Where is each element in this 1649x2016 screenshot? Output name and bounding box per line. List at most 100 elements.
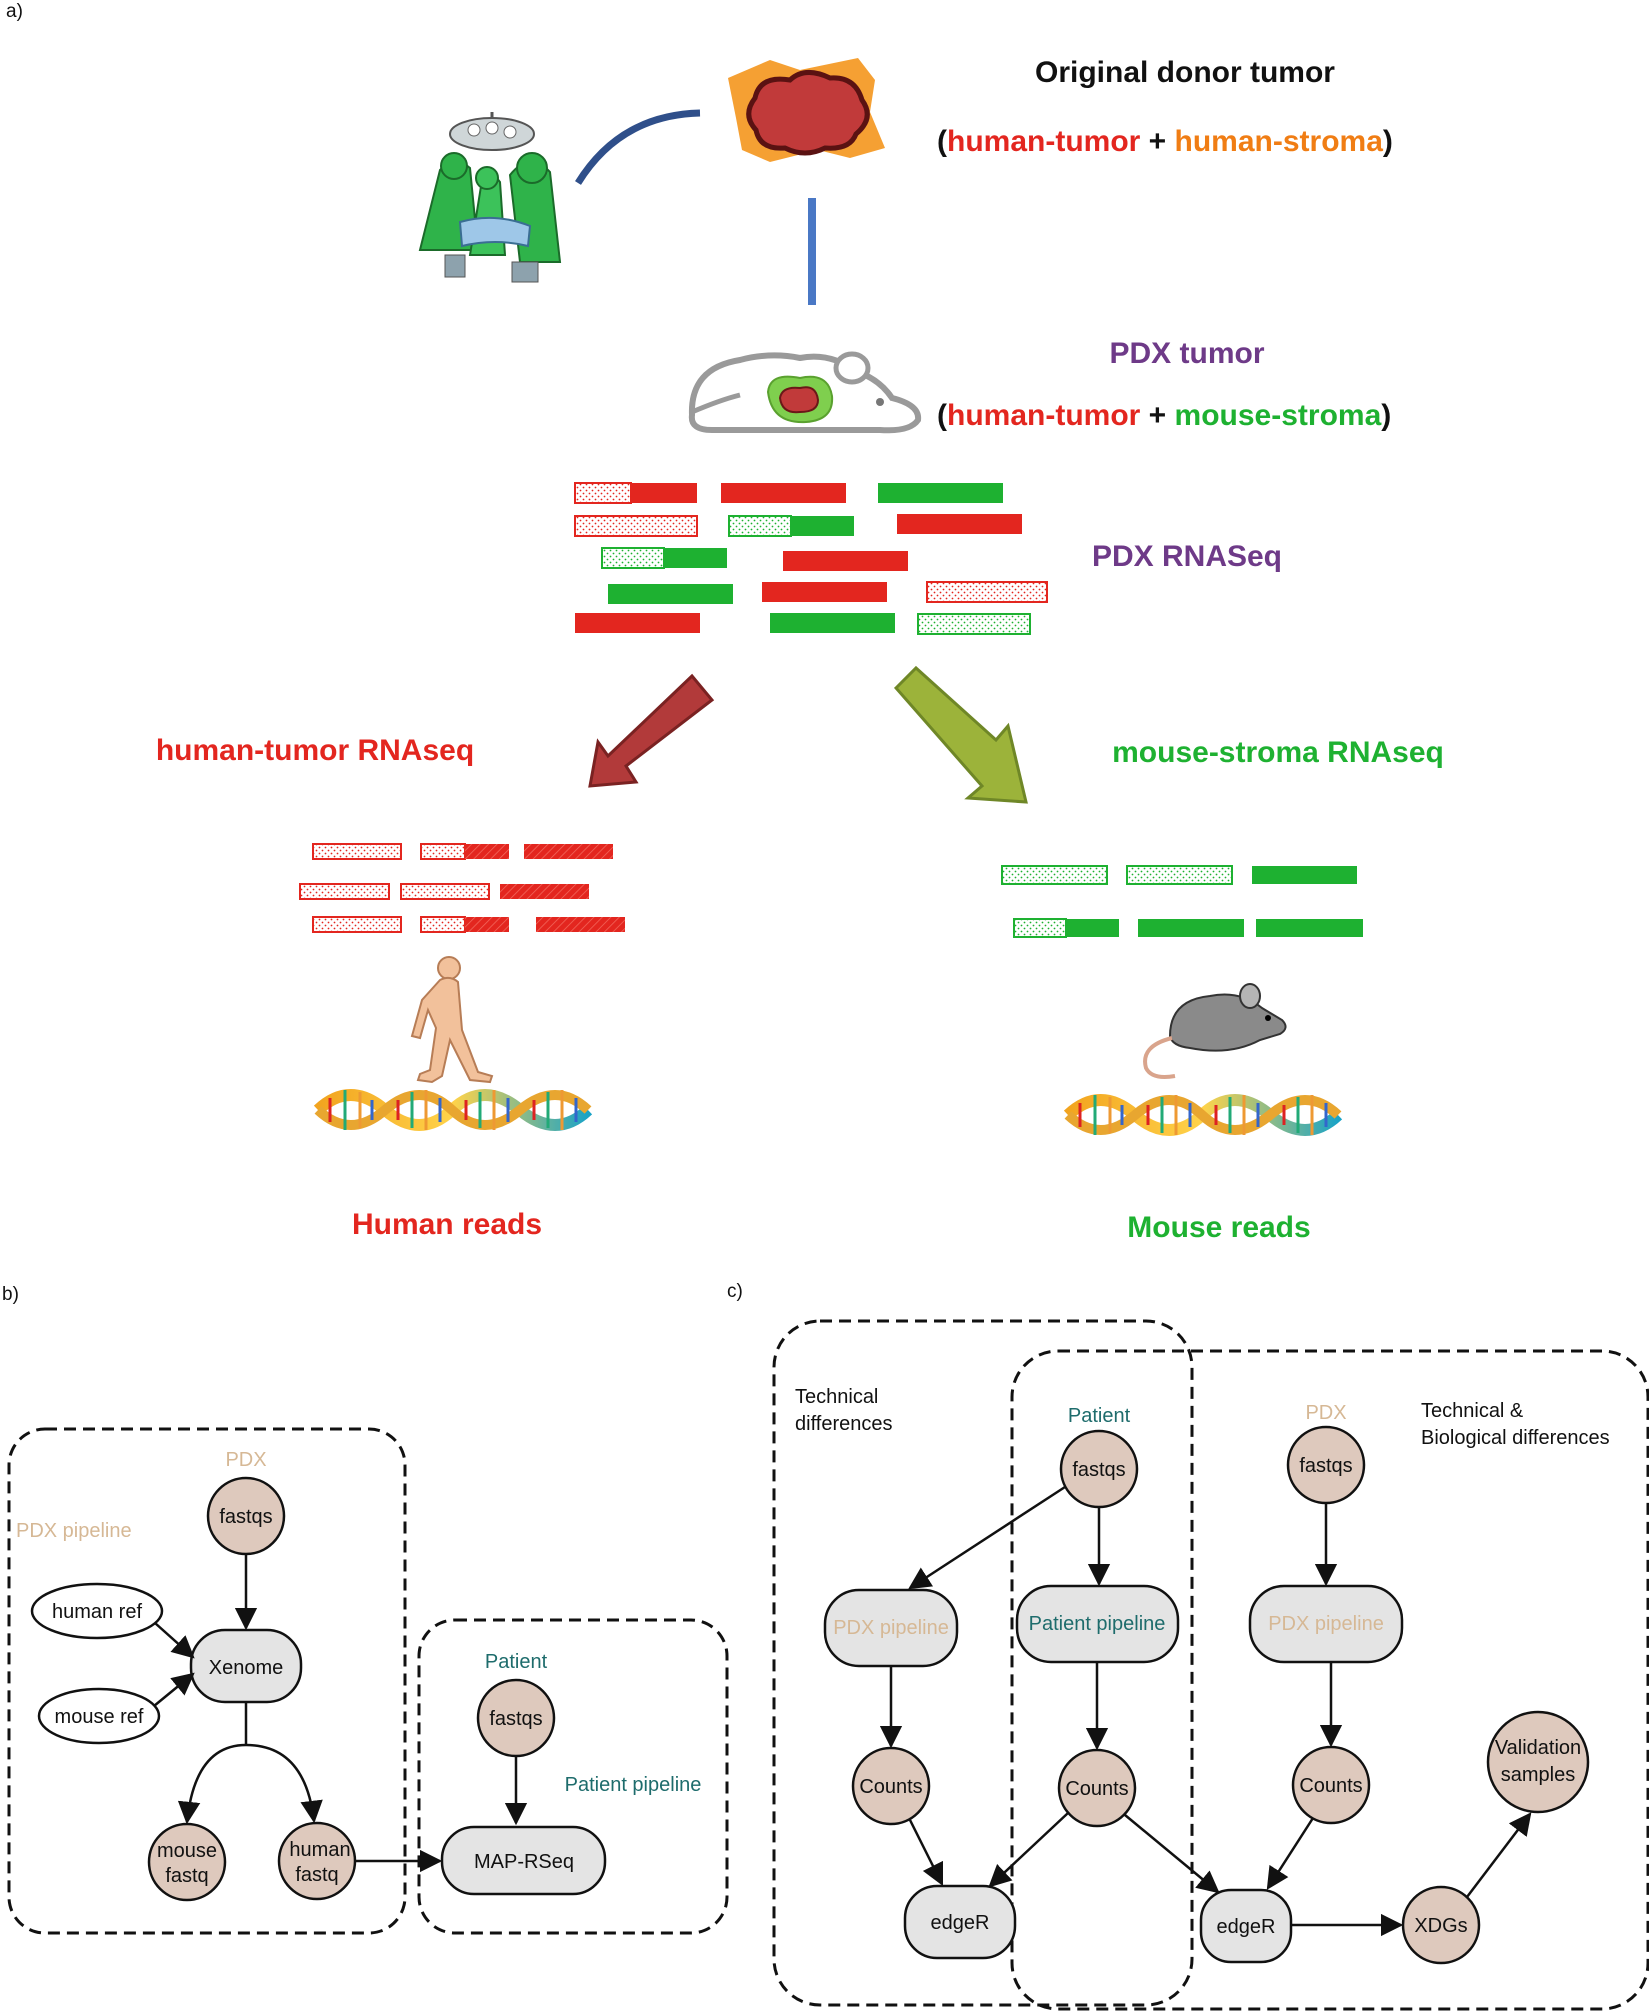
technical-label-2: differences bbox=[795, 1413, 892, 1435]
mouse-dna-icon bbox=[1063, 1094, 1343, 1136]
edge bbox=[1266, 1817, 1315, 1890]
human-fastq-label-1: human bbox=[289, 1839, 350, 1861]
human-reads bbox=[299, 843, 625, 933]
b-edges bbox=[153, 1554, 528, 1873]
edge bbox=[1124, 1814, 1220, 1894]
donor-tumor-icon bbox=[728, 58, 885, 162]
pdx-mouse-stroma: mouse-stroma bbox=[1175, 399, 1382, 432]
read-bar bbox=[608, 584, 733, 604]
human-ref-node: human ref bbox=[30, 1582, 164, 1640]
pdx-tumor-title: PDX tumor bbox=[1109, 337, 1264, 370]
human-reads-label: Human reads bbox=[352, 1208, 542, 1241]
read-bar bbox=[299, 883, 390, 900]
read-bar bbox=[728, 515, 854, 537]
c-pdx-pipeline-right-label: PDX pipeline bbox=[1268, 1613, 1384, 1635]
mouse-fastq-node: mouse fastq bbox=[147, 1822, 227, 1902]
read-bar bbox=[601, 547, 727, 569]
pdx-rnaseq-label: PDX RNASeq bbox=[1092, 540, 1282, 573]
mouse-animal-icon bbox=[1143, 983, 1287, 1079]
b-pdx-pipeline-label: PDX pipeline bbox=[16, 1520, 132, 1542]
edge bbox=[154, 1622, 195, 1659]
read-bar bbox=[917, 613, 1031, 635]
donor-paren-close: ) bbox=[1383, 125, 1393, 158]
pdx-mouse-icon bbox=[688, 351, 922, 434]
c-xdgs-node: XDGs bbox=[1401, 1885, 1481, 1965]
panel-b-label: b) bbox=[2, 1284, 19, 1305]
read-bar bbox=[1126, 865, 1233, 885]
technical-label-1: Technical bbox=[795, 1386, 878, 1408]
edge bbox=[908, 1485, 1066, 1590]
c-counts-mid-label: Counts bbox=[1065, 1778, 1128, 1800]
human-dna-icon bbox=[313, 1089, 593, 1131]
donor-plus: + bbox=[1140, 125, 1174, 158]
c-patient-pipeline-label: Patient pipeline bbox=[1029, 1613, 1166, 1635]
donor-connector-curve bbox=[575, 109, 701, 185]
xenome-node: Xenome bbox=[189, 1628, 303, 1704]
read-bar bbox=[574, 515, 698, 537]
xenome-label: Xenome bbox=[209, 1657, 284, 1679]
c-pdx-fastqs-label: fastqs bbox=[1299, 1455, 1352, 1477]
edge bbox=[245, 1743, 323, 1824]
c-counts-right-label: Counts bbox=[1299, 1775, 1362, 1797]
b-pdx-fastqs-label: fastqs bbox=[219, 1506, 272, 1528]
read-bar bbox=[878, 483, 1003, 503]
panel-a-label: a) bbox=[6, 1, 23, 22]
donor-tumor-title: Original donor tumor bbox=[1035, 56, 1335, 89]
technical-biological-box bbox=[1010, 1349, 1649, 2011]
mouse-stroma-rnaseq-label: mouse-stroma RNAseq bbox=[1112, 736, 1444, 769]
c-edger-right-node: edgeR bbox=[1199, 1888, 1293, 1964]
pdx-paren-open: ( bbox=[937, 399, 947, 432]
c-counts-left-label: Counts bbox=[859, 1776, 922, 1798]
c-xdgs-label: XDGs bbox=[1414, 1915, 1467, 1937]
b-pdx-fastqs-node: fastqs bbox=[206, 1476, 286, 1556]
human-tumor-rnaseq-label: human-tumor RNAseq bbox=[156, 734, 474, 767]
pdx-paren-close: ) bbox=[1381, 399, 1391, 432]
c-edger-left-label: edgeR bbox=[931, 1912, 990, 1934]
b-patient-fastqs-node: fastqs bbox=[476, 1678, 556, 1758]
c-patient-fastqs-label: fastqs bbox=[1072, 1459, 1125, 1481]
edge bbox=[908, 1819, 944, 1887]
edge bbox=[988, 1812, 1069, 1888]
b-patient-source: Patient bbox=[485, 1651, 548, 1673]
edge bbox=[177, 1743, 247, 1825]
read-bar bbox=[770, 613, 895, 633]
edge bbox=[1466, 1812, 1532, 1898]
pdx-tumor-composition: (human-tumor + mouse-stroma) bbox=[937, 399, 1391, 432]
c-counts-right-node: Counts bbox=[1291, 1745, 1371, 1825]
technical-differences-box bbox=[772, 1319, 1194, 2007]
read-bar bbox=[536, 917, 625, 932]
mouse-split-arrow bbox=[893, 665, 1028, 804]
walking-human-icon bbox=[410, 956, 494, 1084]
c-edges bbox=[879, 1485, 1532, 1937]
map-rseq-node: MAP-RSeq bbox=[440, 1825, 607, 1896]
human-fastq-label-2: fastq bbox=[295, 1864, 338, 1886]
c-pdx-pipeline-left-label: PDX pipeline bbox=[833, 1617, 949, 1639]
donor-human-tumor: human-tumor bbox=[947, 125, 1141, 158]
c-edger-left-node: edgeR bbox=[903, 1884, 1017, 1960]
tech-bio-label-1: Technical & bbox=[1421, 1400, 1524, 1422]
read-bar bbox=[575, 613, 700, 633]
donor-human-stroma: human-stroma bbox=[1175, 125, 1384, 158]
read-bar bbox=[524, 844, 613, 859]
edge bbox=[153, 1672, 195, 1707]
b-patient-fastqs-label: fastqs bbox=[489, 1708, 542, 1730]
b-patient-pipeline-label: Patient pipeline bbox=[565, 1774, 702, 1796]
mouse-fastq-label-1: mouse bbox=[157, 1840, 217, 1862]
c-patient-pipeline-node: Patient pipeline bbox=[1015, 1584, 1180, 1664]
c-pdx-fastqs-node: fastqs bbox=[1286, 1425, 1366, 1505]
read-bar bbox=[721, 483, 846, 503]
c-edger-right-label: edgeR bbox=[1217, 1916, 1276, 1938]
tech-bio-label-2: Biological differences bbox=[1421, 1427, 1610, 1449]
donor-paren-open: ( bbox=[937, 125, 947, 158]
mouse-ref-node: mouse ref bbox=[37, 1687, 161, 1745]
panel-c-label: c) bbox=[727, 1281, 743, 1302]
pdx-human-tumor: human-tumor bbox=[947, 399, 1141, 432]
c-validation-label-1: Validation bbox=[1495, 1737, 1581, 1759]
human-split-arrow bbox=[588, 673, 715, 788]
map-rseq-label: MAP-RSeq bbox=[474, 1851, 574, 1873]
pdx-pipeline-box bbox=[7, 1427, 407, 1935]
c-validation-node: Validation samples bbox=[1486, 1710, 1590, 1814]
b-pdx-source: PDX bbox=[225, 1449, 266, 1471]
read-bar bbox=[1256, 919, 1363, 937]
